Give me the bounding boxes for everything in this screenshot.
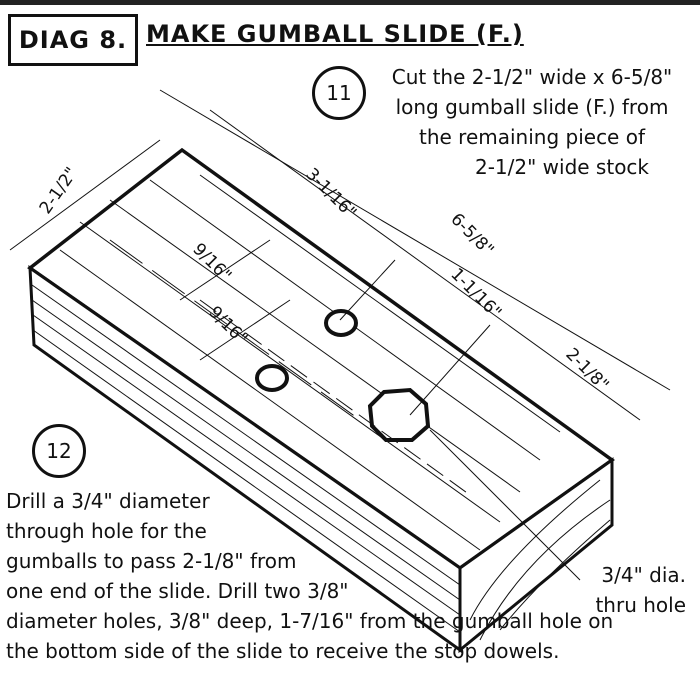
step-11-line: long gumball slide (F.) from <box>395 95 669 119</box>
board-end-face <box>458 457 614 654</box>
gumball-hole <box>367 387 431 442</box>
step-12-badge: 12 <box>32 424 86 478</box>
callout-line: thru hole <box>595 593 686 617</box>
hole-callout: 3/4" dia. thru hole <box>586 560 686 620</box>
diagram-label: DIAG 8. <box>8 14 138 66</box>
stop-dowel-hole <box>324 309 358 337</box>
step-11-line: Cut the 2-1/2" wide x 6-5/8" <box>391 65 673 89</box>
dim-length: 6-5/8" <box>446 209 497 260</box>
step-12-line: through hole for the <box>6 519 207 543</box>
step-12-line: Drill a 3/4" diameter <box>6 489 210 513</box>
dim-to-first-hole: 3-1/16" <box>301 164 360 223</box>
diagram-title: MAKE GUMBALL SLIDE (F.) <box>146 20 524 48</box>
step-12-line: diameter holes, 3/8" deep, 1-7/16" from … <box>6 609 614 633</box>
step-11-line: 2-1/2" wide stock <box>474 155 650 179</box>
step-12-line: the bottom side of the slide to receive … <box>6 639 560 663</box>
step-12-line: one end of the slide. Drill two 3/8" <box>6 579 349 603</box>
dim-width: 2-1/2" <box>36 164 82 218</box>
step-11-badge: 11 <box>312 66 366 120</box>
stop-dowel-hole <box>255 364 289 392</box>
top-border <box>0 0 700 5</box>
dim-hole-spacing: 1-1/16" <box>446 264 505 323</box>
step-11-line: the remaining piece of <box>418 125 645 149</box>
callout-line: 3/4" dia. <box>601 563 686 587</box>
step-12-text: Drill a 3/4" diameter through hole for t… <box>6 486 613 666</box>
step-11-text: Cut the 2-1/2" wide x 6-5/8" long gumbal… <box>372 62 692 182</box>
step-12-line: gumballs to pass 2-1/8" from <box>6 549 297 573</box>
